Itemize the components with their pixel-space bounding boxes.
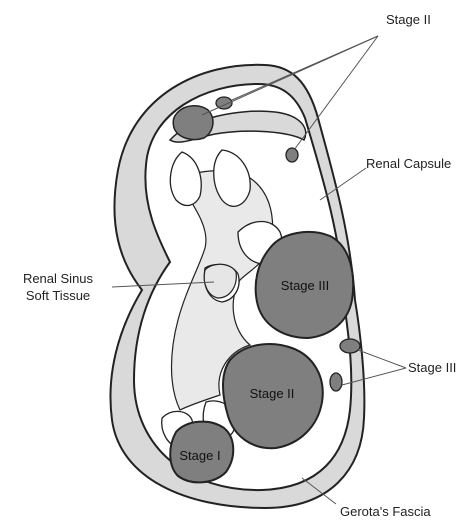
- stage-i-tumor-label: Stage I: [179, 448, 220, 463]
- stage-ii-tumor-label: Stage II: [250, 386, 295, 401]
- label-stage-iii-right: Stage III: [408, 360, 456, 375]
- label-gerotas-fascia: Gerota's Fascia: [340, 504, 431, 519]
- stage-iii-nodule-2: [330, 373, 342, 391]
- label-renal-sinus-line2: Soft Tissue: [26, 288, 90, 303]
- leader-stage-iii-to-nodule-1: [358, 350, 406, 368]
- label-renal-capsule: Renal Capsule: [366, 156, 451, 171]
- stage-iii-tumor-label: Stage III: [281, 278, 329, 293]
- label-renal-sinus-line1: Renal Sinus: [23, 271, 94, 286]
- label-stage-ii-top: Stage II: [386, 12, 431, 27]
- stage-iii-nodule-1: [340, 339, 360, 353]
- stage-ii-small-nodule-2: [286, 148, 298, 162]
- stage-ii-upper-tumor: [173, 106, 213, 140]
